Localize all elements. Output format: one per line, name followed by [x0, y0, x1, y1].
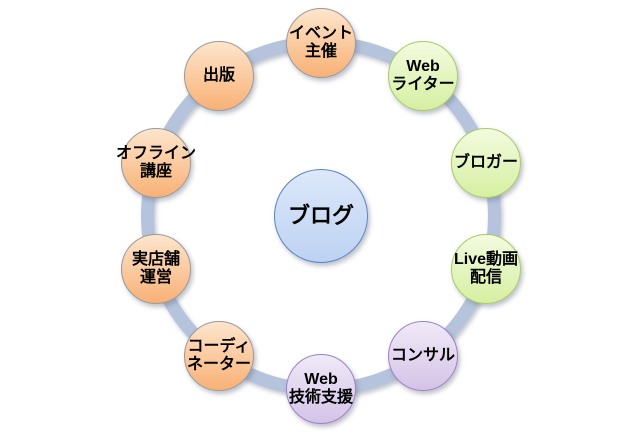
cycle-node-web-tech-support: Web 技術支援 [286, 354, 356, 424]
cycle-node-blogger: ブロガー [451, 128, 521, 198]
cycle-node-physical-store: 実店舗 運営 [121, 234, 191, 304]
cycle-node-live-video-streaming: Live動画 配信 [451, 234, 521, 304]
cycle-node-label: ブロガー [453, 154, 518, 172]
cycle-node-label: Live動画 配信 [453, 251, 519, 286]
cycle-node-label: コーディ ネーター [186, 338, 251, 373]
center-node-blog: ブログ [274, 169, 368, 263]
cycle-node-label: 出版 [202, 67, 235, 85]
cycle-node-label: オフライン 講座 [116, 145, 197, 180]
cycle-node-offline-course: オフライン 講座 [116, 128, 196, 198]
cycle-node-label: Web ライター [391, 58, 455, 93]
cycle-node-label: 実店舗 運営 [131, 251, 180, 286]
cycle-node-coordinator: コーディ ネーター [184, 321, 254, 391]
cycle-node-publishing: 出版 [184, 41, 254, 111]
cycle-node-label: Web 技術支援 [288, 371, 353, 406]
cycle-node-web-writer: Web ライター [388, 41, 458, 111]
cycle-node-consulting: コンサル [388, 321, 458, 391]
cycle-node-label: コンサル [390, 347, 455, 365]
center-node-label: ブログ [287, 202, 354, 228]
cycle-node-label: イベント 主催 [288, 25, 353, 60]
cycle-node-event-hosting: イベント 主催 [286, 8, 356, 78]
